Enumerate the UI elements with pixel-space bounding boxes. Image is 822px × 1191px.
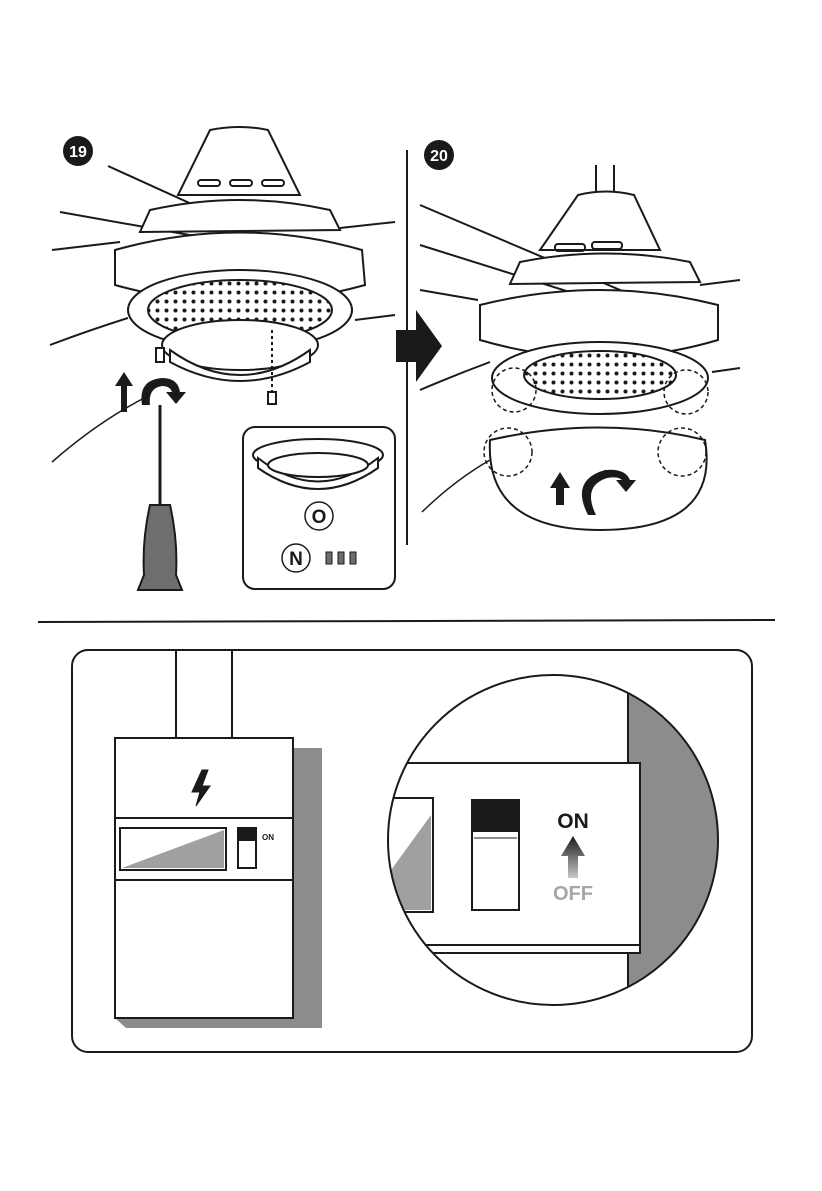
next-step-arrow-icon [396,310,442,382]
breaker-panel: ON ON OFF [72,650,752,1052]
svg-text:O: O [312,507,327,528]
off-label: OFF [553,883,593,905]
svg-text:20: 20 [430,148,448,165]
zoomed-switch [472,800,519,910]
step-20-badge: 20 [424,140,454,170]
screwdriver-icon [52,395,182,590]
screws-icon [326,552,356,564]
svg-text:N: N [289,549,303,570]
on-label: ON [557,810,589,833]
light-kit-dome [162,320,318,381]
fan-motor-housing [115,127,365,350]
part-label-o: O [305,502,333,530]
step-20-panel: 20 [420,140,740,530]
switch-on-label: ON [262,833,274,842]
section-divider [38,620,775,622]
parts-inset: O N [243,427,395,589]
step-19-panel: 19 [50,127,395,590]
fan-motor-housing [480,192,718,415]
part-label-n: N [282,544,310,572]
svg-text:19: 19 [69,144,87,161]
breaker-window [120,828,226,870]
step-19-badge: 19 [63,136,93,166]
unscrew-arrow-icon [115,372,186,412]
conduit [176,650,232,740]
